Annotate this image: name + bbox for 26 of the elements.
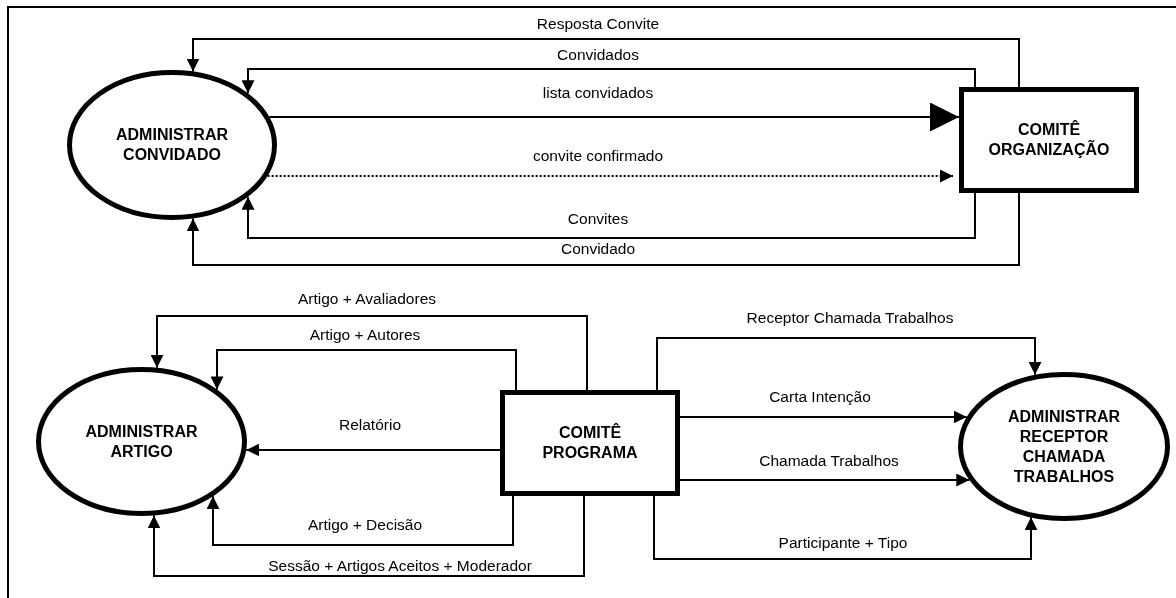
arrow <box>266 169 954 183</box>
arrow <box>210 349 517 391</box>
arrow <box>186 38 1020 88</box>
arrow <box>241 68 976 95</box>
arrow <box>147 495 585 577</box>
arrow <box>245 443 501 457</box>
process-ellipse <box>36 367 247 516</box>
entity-box <box>959 87 1139 193</box>
node-label: ADMINISTRAR RECEPTOR CHAMADA TRABALHOS <box>1007 406 1121 487</box>
node-label: COMITÊ ORGANIZAÇÃO <box>987 120 1111 160</box>
process-ellipse <box>958 372 1170 521</box>
arrow <box>653 495 1038 560</box>
arrow <box>206 495 514 546</box>
edge-label: Artigo + Avaliadores <box>295 290 439 308</box>
arrow <box>150 315 588 391</box>
entity-box <box>500 390 680 496</box>
arrow <box>186 192 1020 266</box>
node-label: COMITÊ PROGRAMA <box>541 423 639 463</box>
arrow <box>656 337 1042 391</box>
node-label: ADMINISTRAR ARTIGO <box>84 421 199 462</box>
arrow <box>679 473 971 487</box>
process-ellipse <box>67 70 277 220</box>
arrow <box>268 102 960 132</box>
arrow <box>241 192 976 239</box>
node-label: ADMINISTRAR CONVIDADO <box>115 125 229 165</box>
arrow <box>679 410 968 424</box>
